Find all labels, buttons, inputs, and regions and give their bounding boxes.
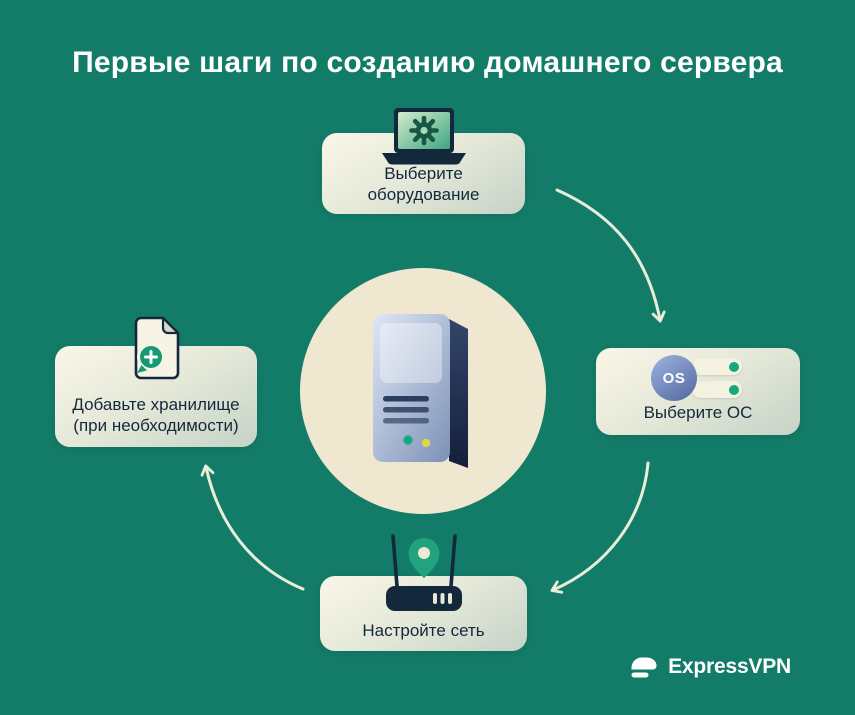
toggle-pill [692, 381, 742, 398]
server-tower-illustration [373, 314, 468, 468]
step-label-storage: Добавьте хранилище (при необходимости) [72, 395, 240, 435]
step-card-os: OS Выберите ОС [596, 348, 800, 435]
router-antennas [390, 534, 457, 588]
step-label-os: Выберите ОС [643, 402, 753, 422]
router-location-pin-icon [384, 529, 464, 620]
plus-icon [144, 350, 158, 364]
toggle-pill [692, 358, 742, 375]
step-label-network: Настройте сеть [362, 620, 485, 640]
toggle-dot [728, 361, 739, 372]
os-toggles-icon: OS [651, 355, 745, 402]
server-front-panel [373, 314, 450, 462]
os-badge: OS [651, 355, 697, 401]
server-vents [383, 396, 429, 424]
arrow-os-to-network [550, 461, 650, 594]
laptop-gear-icon [380, 106, 468, 173]
router-ports [432, 593, 452, 604]
arrow-hardware-to-os [555, 188, 666, 323]
document-plus-icon [127, 316, 185, 387]
server-drive-bay [380, 323, 442, 383]
document-fold [161, 316, 180, 335]
arrow-network-to-storage [200, 464, 305, 591]
step-card-network: Настройте сеть [320, 534, 527, 651]
router-body [385, 586, 462, 611]
expressvpn-burger-icon [631, 657, 657, 678]
expressvpn-logo: ExpressVPN [629, 655, 791, 679]
bubble-tail [137, 365, 147, 373]
server-led-green [403, 435, 413, 445]
center-circle [300, 268, 546, 514]
expressvpn-wordmark: ExpressVPN [668, 655, 791, 678]
server-side-panel [449, 319, 468, 468]
step-card-storage: Добавьте хранилище (при необходимости) [55, 316, 257, 447]
step-card-hardware: Выберите оборудование [322, 108, 525, 214]
page-title: Первые шаги по созданию домашнего сервер… [72, 46, 783, 79]
step-label-hardware: Выберите оборудование [367, 164, 480, 204]
toggle-dot [728, 384, 739, 395]
server-led-yellow [421, 438, 431, 448]
